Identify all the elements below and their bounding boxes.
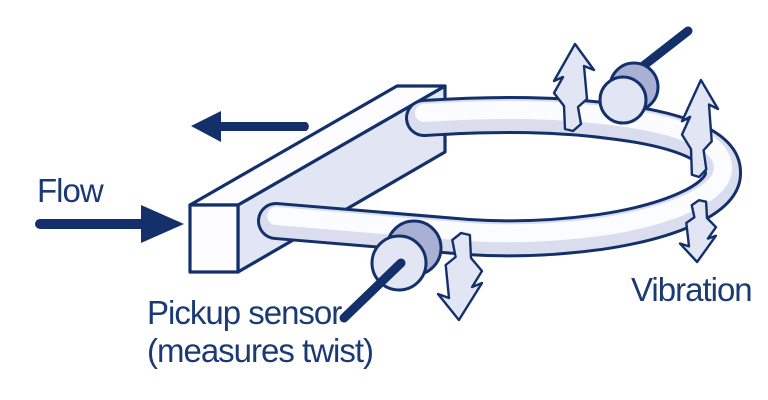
inlet-flow-arrow-icon — [35, 205, 184, 243]
manifold-front-face — [188, 203, 240, 274]
vibration-arrow-up-left-icon — [554, 44, 594, 131]
pickup-sensor-bottom-rod — [339, 258, 406, 323]
outlet-flow-arrow-icon — [191, 111, 309, 142]
pickup-sensor-bottom — [339, 219, 443, 323]
vibration-arrow-down-center-icon — [438, 233, 482, 320]
pickup-sensor-label-line1: Pickup sensor — [147, 294, 342, 331]
flow-label: Flow — [37, 172, 104, 209]
pickup-sensor-top-face — [598, 75, 648, 125]
u-shaped-flow-tube — [257, 95, 742, 258]
tube-highlight — [267, 100, 732, 243]
vibration-arrow-up-right-icon — [682, 80, 718, 177]
vibration-arrows — [438, 44, 718, 320]
pickup-sensor-top — [598, 61, 660, 125]
vibration-arrow-down-right-icon — [680, 200, 716, 262]
pickup-sensor-label: Pickup sensor (measures twist) — [147, 294, 374, 370]
pickup-sensor-top-rod — [633, 26, 693, 75]
pickup-sensor-label-line2: (measures twist) — [147, 332, 374, 369]
vibration-label: Vibration — [631, 271, 753, 308]
